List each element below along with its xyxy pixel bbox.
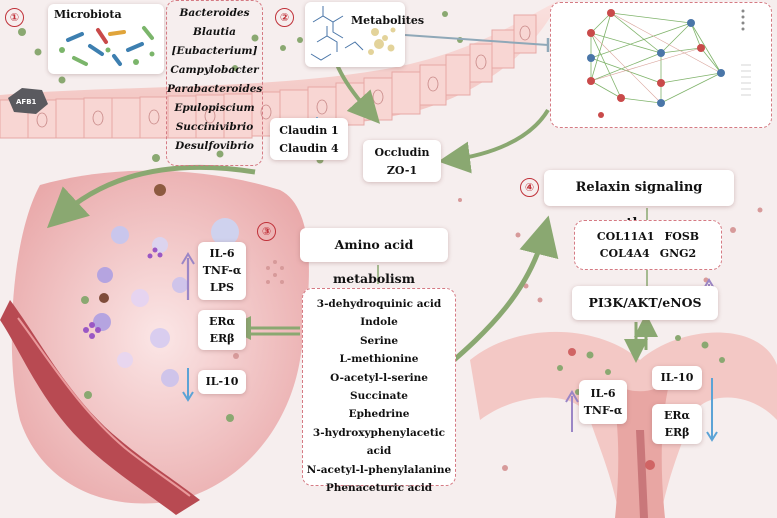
er-uterus-box: ERα ERβ — [652, 404, 702, 444]
metabolites-panel: Metabolites — [305, 2, 424, 67]
inflammatory-uterus-box: IL-6 TNF-α — [579, 380, 627, 424]
lps-label: LPS — [210, 281, 234, 294]
tnf-alpha-label: TNF-α — [202, 264, 242, 277]
metabolite-item: Phenaceturic acid — [325, 482, 433, 495]
amino-acid-metabolism-title: Amino acid metabolism — [300, 228, 448, 286]
claudin-1-label: Claudin 1 — [279, 124, 339, 137]
taxon: Succinivibrio — [175, 121, 254, 133]
metabolite-item: Succinate — [350, 390, 408, 403]
il10-uterus-label: IL-10 — [652, 366, 702, 390]
microbiota-panel: Microbiota — [48, 4, 164, 74]
inflammatory-up-box: IL-6 TNF-α LPS — [198, 242, 246, 300]
metabolite-item: O-acetyl-l-serine — [330, 371, 428, 384]
microbiota-title: Microbiota — [54, 8, 122, 21]
claudin-box: Claudin 1 Claudin 4 — [270, 118, 348, 160]
inhibition-line — [404, 34, 549, 46]
gene-label: GNG2 — [659, 247, 697, 260]
microbiota-taxa-box: Bacteroides Blautia [Eubacterium] Campyl… — [166, 0, 263, 166]
taxon: Campylobacter — [170, 64, 259, 76]
metabolite-item: Ephedrine — [348, 408, 410, 421]
pi3k-akt-enos-label: PI3K/AKT/eNOS — [572, 286, 718, 320]
taxon: [Eubacterium] — [171, 45, 258, 57]
metabolite-list-box: 3-dehydroquinic acid Indole Serine L-met… — [302, 288, 456, 494]
arrow-metabolites-to-tj — [438, 108, 550, 174]
section-4-number: ④ — [520, 178, 539, 197]
metabolite-item: L-methionine — [339, 353, 419, 366]
metabolite-item: Serine — [359, 334, 399, 347]
metabolite-item: 3-hydroxyphenylacetic acid — [312, 426, 446, 458]
gene-label: COL4A4 — [599, 247, 650, 260]
il6-label: IL-6 — [209, 247, 235, 260]
purple-granules — [83, 247, 163, 339]
taxon: Parabacteroides — [167, 83, 263, 95]
arrow-gut-to-ovary — [46, 164, 256, 229]
er-alpha-uterus-label: ERα — [664, 409, 690, 422]
gene-box: COL11A1 FOSB COL4A4 GNG2 — [574, 220, 722, 270]
er-beta-uterus-label: ERβ — [664, 426, 690, 439]
il10-ovary-label: IL-10 — [198, 370, 246, 394]
occludin-box: Occludin ZO-1 — [363, 140, 441, 182]
epithelial-cells — [0, 14, 537, 139]
taxon: Desulfovibrio — [175, 140, 254, 152]
follicle-cells — [81, 184, 239, 422]
bacteria-icon — [59, 26, 155, 66]
er-ovary-box: ERα ERβ — [198, 310, 246, 350]
occludin-label: Occludin — [374, 146, 430, 159]
section-1-number: ① — [5, 8, 24, 27]
metabolite-item: Indole — [360, 316, 398, 329]
correlation-network-graph — [587, 9, 751, 118]
metabolite-structures-icon — [310, 6, 396, 61]
section-3-number: ③ — [257, 222, 276, 241]
il6-uterus-label: IL-6 — [590, 387, 616, 400]
metabolite-item: N-acetyl-l-phenylalanine — [306, 463, 452, 476]
arrow-to-relaxin — [438, 215, 559, 374]
afb1-toxin-icon — [8, 88, 48, 114]
taxon: Epulopiscium — [174, 102, 255, 114]
tnf-alpha-uterus-label: TNF-α — [583, 404, 623, 417]
metabolites-title: Metabolites — [351, 14, 425, 27]
gene-label: COL11A1 — [596, 230, 655, 243]
metabolite-item: 3-dehydroquinic acid — [316, 298, 442, 310]
zo1-label: ZO-1 — [386, 164, 418, 177]
er-beta-label: ERβ — [209, 332, 235, 345]
correlation-network-panel — [550, 2, 772, 128]
taxon: Blautia — [193, 26, 236, 38]
relaxin-pathway-title: Relaxin signaling pathway — [544, 170, 734, 231]
er-alpha-label: ERα — [209, 315, 235, 328]
claudin-4-label: Claudin 4 — [279, 142, 339, 155]
taxon: Bacteroides — [179, 7, 250, 19]
section-2-number: ② — [275, 8, 294, 27]
afb1-label: AFB1 — [16, 98, 37, 106]
gene-label: FOSB — [664, 230, 700, 243]
